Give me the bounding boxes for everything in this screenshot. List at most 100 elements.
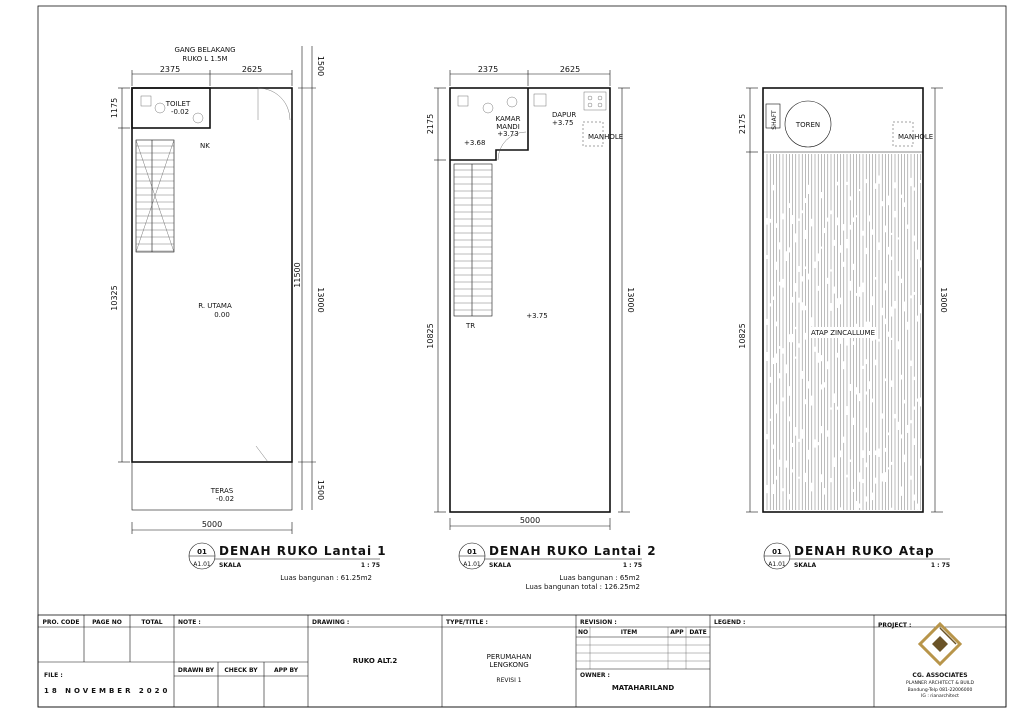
toilet-label: TOILET (165, 100, 191, 108)
dapur-level: +3.75 (552, 119, 573, 127)
plan1-sheet-ref: A1.01 (193, 561, 211, 568)
plan3-scale-value: 1 : 75 (931, 562, 950, 569)
plan1-scale-label: SKALA (219, 562, 241, 569)
note-label: NOTE : (178, 619, 201, 626)
legend-label: LEGEND : (714, 619, 745, 626)
plan1-area-note: Luas bangunan : 61.25m2 (280, 574, 372, 582)
tr-label: TR (465, 322, 475, 330)
plan2-number: 01 (467, 548, 477, 556)
teras-level: -0.02 (216, 495, 234, 503)
rev-date-header: DATE (689, 629, 706, 636)
dim-left-top: 2175 (738, 114, 747, 134)
toren-tank (784, 100, 832, 148)
plan2-scale-value: 1 : 75 (623, 562, 642, 569)
plan-atap: SHAFT TOREN MANHOLE ATAP ZINCALLUME 2175… (738, 87, 950, 570)
manhole-label: MANHOLE (588, 133, 623, 141)
plan3-number: 01 (772, 548, 782, 556)
owner-value: MATAHARILAND (612, 684, 674, 692)
rear-alley-width: RUKO L 1.5M (182, 55, 227, 63)
company-name: CG. ASSOCIATES (912, 672, 967, 679)
plan-lantai-2: 2375 2625 KAMAR MANDI +3.73 DAPUR +3.75 … (426, 65, 657, 591)
plan2-total-area-note: Luas bangunan total : 126.25m2 (526, 583, 640, 591)
plan1-title: DENAH RUKO Lantai 1 (219, 544, 387, 558)
stair-level: +3.68 (464, 139, 485, 147)
total-label: TOTAL (141, 619, 162, 626)
manhole-label: MANHOLE (898, 133, 933, 141)
toilet-room (131, 87, 211, 129)
type-value-3: REVISI 1 (496, 677, 521, 684)
owner-label: OWNER : (580, 672, 610, 679)
dim-left-top: 2175 (426, 114, 435, 134)
drawing-label: DRAWING : (312, 619, 349, 626)
plan2-area-note: Luas bangunan : 65m2 (559, 574, 640, 582)
plan1-scale-value: 1 : 75 (361, 562, 380, 569)
plan2-sheet-ref: A1.01 (463, 561, 481, 568)
pro-code-label: PRO. CODE (43, 619, 80, 626)
project-label: PROJECT : (878, 622, 911, 629)
dim-left-main: 10825 (738, 323, 747, 348)
shaft-label: SHAFT (771, 110, 778, 130)
rev-app-header: APP (670, 629, 684, 636)
main-room-level: 0.00 (214, 311, 230, 319)
rev-item-header: ITEM (621, 629, 637, 636)
date-value: 18 NOVEMBER 2020 (44, 687, 170, 695)
mandi-label: MANDI (496, 123, 520, 131)
teras-label: TERAS (210, 487, 234, 495)
dim-right-main1: 11500 (293, 262, 302, 287)
shaft-box (765, 103, 781, 129)
plan1-number: 01 (197, 548, 207, 556)
rear-alley-label: GANG BELAKANG (174, 46, 235, 54)
file-label: FILE : (44, 672, 63, 679)
plan2-scale-label: SKALA (489, 562, 511, 569)
stair-lantai-2 (453, 163, 493, 317)
dim-right: 13000 (939, 287, 948, 312)
app-by-label: APP BY (274, 667, 299, 674)
dim-top-left: 2375 (478, 65, 498, 74)
company-phone: Bandung-Telp 081-22006000 (908, 687, 973, 693)
toren-label: TOREN (795, 121, 820, 129)
ground-floor-walls (131, 87, 293, 463)
roof-label: ATAP ZINCALLUME (811, 329, 875, 337)
dim-bottom: 5000 (202, 520, 222, 529)
company-instagram: IG : rianarchitect (921, 693, 959, 699)
dim-left-main: 10825 (426, 323, 435, 348)
company-subtitle: PLANNER ARCHITECT & BUILD (906, 680, 974, 686)
floor-level: +3.75 (526, 312, 547, 320)
toilet-level: -0.02 (171, 108, 189, 116)
dim-top-right: 2625 (242, 65, 262, 74)
dim-bottom: 5000 (520, 516, 540, 525)
page-no-label: PAGE NO (92, 619, 122, 626)
dim-right-top: 1500 (316, 56, 325, 76)
plan-lantai-1: GANG BELAKANG RUKO L 1.5M 2375 2625 TOIL… (110, 46, 387, 582)
plan3-sheet-ref: A1.01 (768, 561, 786, 568)
type-title-label: TYPE/TITLE : (446, 619, 488, 626)
roof-outline (762, 87, 924, 513)
stair-lantai-1 (135, 139, 175, 253)
revision-label: REVISION : (580, 619, 617, 626)
drawn-by-label: DRAWN BY (178, 667, 215, 674)
manhole-box (582, 121, 604, 147)
kamar-label: KAMAR (496, 115, 521, 123)
teras-area (131, 461, 293, 511)
plan3-scale-label: SKALA (794, 562, 816, 569)
dim-left-main: 10325 (110, 285, 119, 310)
dim-top-right: 2625 (560, 65, 580, 74)
dim-top-left: 2375 (160, 65, 180, 74)
main-room-label: R. UTAMA (198, 302, 232, 310)
dim-right-bottom: 1500 (316, 480, 325, 500)
nk-label: NK (200, 142, 210, 150)
first-floor-walls (449, 87, 611, 513)
type-value-2: LENGKONG (489, 661, 528, 669)
manhole-box (892, 121, 914, 147)
title-block: PRO. CODE PAGE NO TOTAL NOTE : DRAWING :… (37, 614, 1007, 708)
dapur-label: DAPUR (552, 111, 576, 119)
plan3-title: DENAH RUKO Atap (794, 544, 935, 558)
dim-left-top: 1175 (110, 98, 119, 118)
check-by-label: CHECK BY (224, 667, 258, 674)
plan2-title: DENAH RUKO Lantai 2 (489, 544, 657, 558)
dim-right-main2: 13000 (316, 287, 325, 312)
drawing-value: RUKO ALT.2 (353, 657, 398, 665)
kamar-level: +3.73 (497, 130, 518, 138)
rev-no-header: NO (578, 629, 588, 636)
